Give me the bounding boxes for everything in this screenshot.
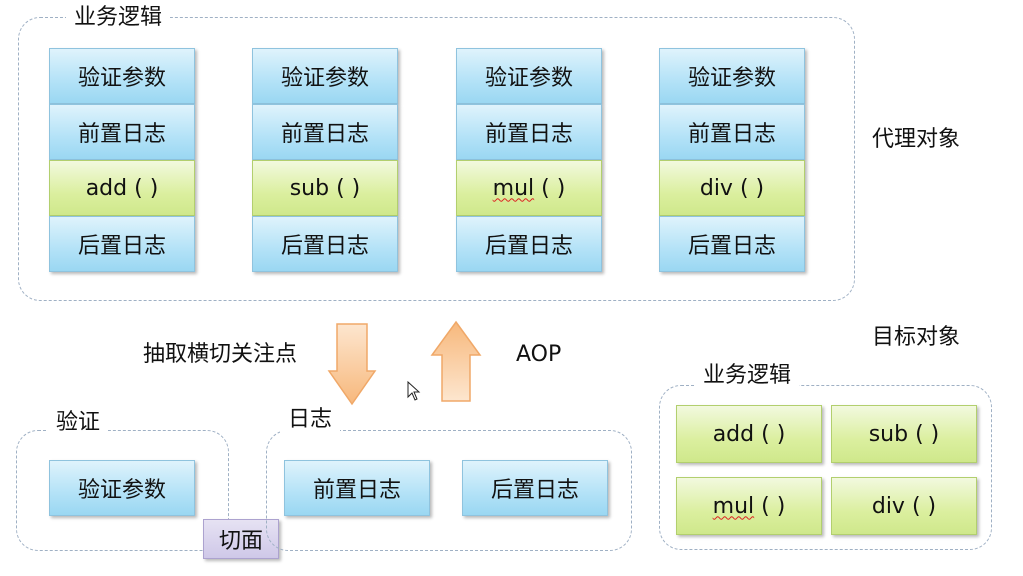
post-log-box: 后置日志 — [252, 216, 398, 272]
method-box-div: div ( ) — [659, 160, 805, 216]
target-method-mul: mul ( ) — [676, 477, 822, 535]
method-box-mul: mul ( ) — [456, 160, 602, 216]
method-box-sub: sub ( ) — [252, 160, 398, 216]
method-name: add — [712, 421, 755, 447]
method-parens: ( ) — [761, 493, 786, 519]
pre-log-box: 前置日志 — [252, 104, 398, 160]
post-log-box: 后置日志 — [456, 216, 602, 272]
method-name: add — [85, 175, 128, 201]
proxy-column-sub: 验证参数 前置日志 sub ( ) 后置日志 — [252, 48, 398, 272]
target-business-logic-group — [659, 385, 992, 550]
target-method-sub: sub ( ) — [831, 405, 977, 463]
logging-group — [266, 430, 632, 551]
target-group-title: 业务逻辑 — [695, 362, 800, 390]
target-method-add: add ( ) — [676, 405, 822, 463]
method-parens: ( ) — [761, 421, 786, 447]
arrow-up-icon — [430, 320, 482, 402]
post-log-box: 后置日志 — [462, 460, 608, 516]
method-parens: ( ) — [336, 175, 361, 201]
post-log-box: 后置日志 — [659, 216, 805, 272]
validate-params-box: 验证参数 — [252, 48, 398, 104]
proxy-group-title: 业务逻辑 — [66, 4, 171, 32]
pre-log-box: 前置日志 — [456, 104, 602, 160]
method-parens: ( ) — [541, 175, 566, 201]
pre-log-box: 前置日志 — [49, 104, 195, 160]
method-parens: ( ) — [134, 175, 159, 201]
extract-concerns-label: 抽取横切关注点 — [143, 342, 298, 367]
proxy-column-div: 验证参数 前置日志 div ( ) 后置日志 — [659, 48, 805, 272]
logging-group-title: 日志 — [280, 406, 341, 434]
method-parens: ( ) — [915, 421, 940, 447]
validate-params-box: 验证参数 — [49, 48, 195, 104]
validate-params-box: 验证参数 — [456, 48, 602, 104]
method-parens: ( ) — [739, 175, 765, 201]
arrow-down-icon — [327, 323, 377, 406]
proxy-business-logic-group — [18, 17, 855, 301]
method-box-add: add ( ) — [49, 160, 195, 216]
pre-log-box: 前置日志 — [659, 104, 805, 160]
method-parens: ( ) — [911, 493, 937, 519]
validate-params-box: 验证参数 — [659, 48, 805, 104]
target-method-div: div ( ) — [831, 477, 977, 535]
validate-params-box: 验证参数 — [49, 460, 195, 516]
method-name: sub — [868, 421, 909, 447]
validation-group — [16, 430, 229, 551]
aop-label: AOP — [516, 342, 562, 367]
proxy-column-mul: 验证参数 前置日志 mul ( ) 后置日志 — [456, 48, 602, 272]
post-log-box: 后置日志 — [49, 216, 195, 272]
mouse-cursor-icon — [407, 380, 421, 401]
aspect-tag: 切面 — [203, 519, 279, 559]
method-name: sub — [289, 175, 330, 201]
pre-log-box: 前置日志 — [284, 460, 430, 516]
method-name: div — [871, 493, 905, 519]
proxy-column-add: 验证参数 前置日志 add ( ) 后置日志 — [49, 48, 195, 272]
validation-group-title: 验证 — [48, 409, 109, 437]
target-object-label: 目标对象 — [872, 325, 961, 350]
proxy-object-label: 代理对象 — [872, 127, 961, 152]
method-name: mul — [492, 175, 535, 201]
method-name: div — [699, 175, 733, 201]
method-name: mul — [712, 493, 755, 519]
